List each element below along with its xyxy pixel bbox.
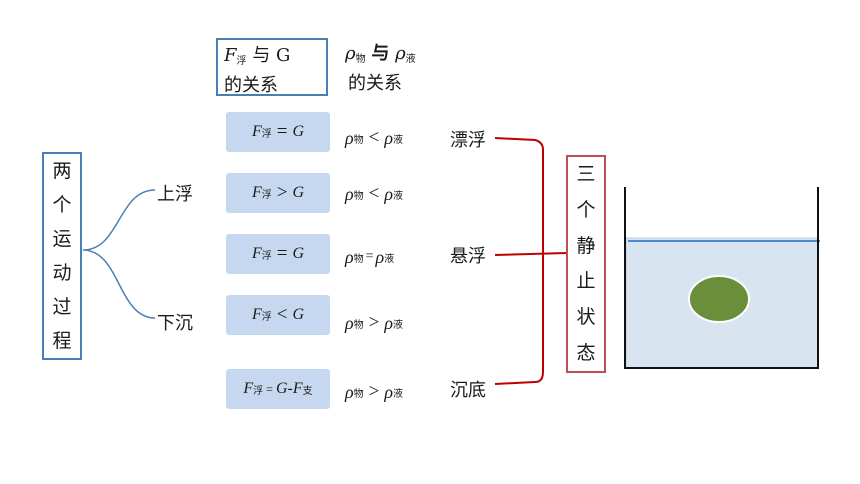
state-suspend-label: 悬浮 (450, 246, 486, 267)
suspended-object (688, 275, 750, 323)
suspend-connector (494, 252, 567, 256)
branch-bracket (82, 189, 156, 319)
container-walls (624, 187, 819, 369)
two-motion-process-box: 两个运动过程 (42, 152, 82, 360)
beaker-illustration (624, 187, 820, 369)
state-float-label: 漂浮 (450, 130, 486, 151)
density-relation-header: ρ物 与 ρ液 的关系 (345, 43, 416, 94)
branch-up-label: 上浮 (157, 184, 193, 205)
state-sink-label: 沉底 (450, 380, 486, 401)
state-bracket (494, 137, 544, 385)
branch-down-label: 下沉 (157, 313, 193, 334)
force-relation-header: F浮 与 G 的关系 (216, 38, 328, 96)
three-static-states-box: 三个静止状态 (566, 155, 606, 373)
